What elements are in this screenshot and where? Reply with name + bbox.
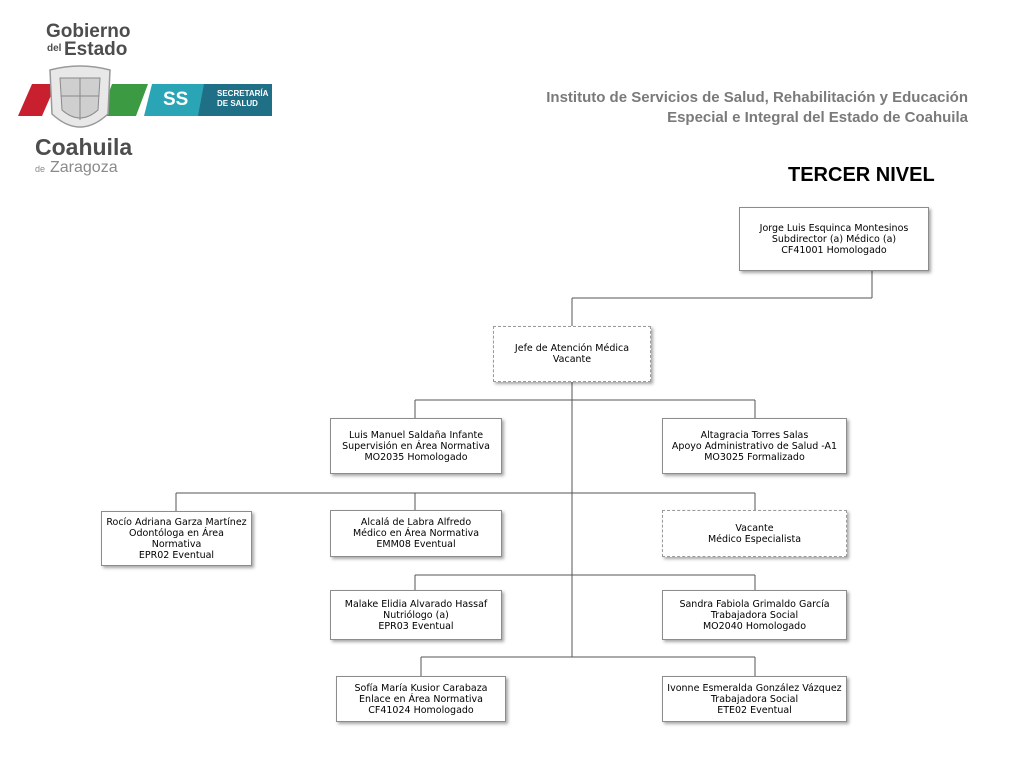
node-code: ETE02 Eventual xyxy=(717,704,792,716)
de-salud-text: DE SALUD xyxy=(217,99,258,108)
node-role: Médico Especialista xyxy=(707,533,802,545)
secretaria-text: SECRETARÍA xyxy=(217,89,269,98)
node-role: Trabajadora Social xyxy=(710,693,799,705)
org-node-alcala: Alcalá de Labra Alfredo Médico en Área N… xyxy=(330,510,502,557)
org-node-altagracia: Altagracia Torres Salas Apoyo Administra… xyxy=(662,418,847,474)
node-name: Jorge Luis Esquinca Montesinos xyxy=(759,222,909,234)
node-name: Jefe de Atención Médica xyxy=(514,343,630,354)
node-role: Supervisión en Área Normativa xyxy=(342,440,490,452)
node-code: EMM08 Eventual xyxy=(376,539,456,550)
org-node-subdirector: Jorge Luis Esquinca Montesinos Subdirect… xyxy=(739,207,929,271)
node-code: CF41001 Homologado xyxy=(781,244,887,256)
logo-zaragoza-text: Zaragoza xyxy=(50,159,118,176)
node-role: Enlace en Área Normativa xyxy=(359,693,483,705)
institute-line-1: Instituto de Servicios de Salud, Rehabil… xyxy=(546,89,968,106)
org-node-malake: Malake Elidia Alvarado Hassaf Nutriólogo… xyxy=(330,590,502,640)
logo-coahuila-text: Coahuila xyxy=(35,134,133,160)
node-name: Rocío Adriana Garza Martínez xyxy=(106,516,247,528)
logo-del-text: del xyxy=(47,43,62,54)
institute-line-2: Especial e Integral del Estado de Coahui… xyxy=(667,109,968,126)
node-name: Altagracia Torres Salas xyxy=(700,429,809,441)
node-name: Ivonne Esmeralda González Vázquez xyxy=(667,682,842,694)
level-title: TERCER NIVEL xyxy=(788,164,935,186)
node-code: MO2035 Homologado xyxy=(364,451,468,463)
logo-de-text: de xyxy=(35,164,46,174)
node-role: Trabajadora Social xyxy=(710,609,799,621)
node-code: CF41024 Homologado xyxy=(368,704,474,716)
node-code: MO3025 Formalizado xyxy=(704,451,805,463)
node-role: Nutriólogo (a) xyxy=(383,609,449,621)
node-role: Odontóloga en Área Normativa xyxy=(129,527,224,550)
node-role: Apoyo Administrativo de Salud -A1 xyxy=(671,440,838,452)
node-code: EPR02 Eventual xyxy=(138,549,215,561)
org-node-sofia: Sofía María Kusior Carabaza Enlace en Ár… xyxy=(336,676,506,722)
org-node-vacante-medico-especialista: Vacante Médico Especialista xyxy=(662,510,847,557)
node-name: Malake Elidia Alvarado Hassaf xyxy=(344,598,488,610)
logo-estado-text: Estado xyxy=(64,39,128,60)
node-role: Vacante xyxy=(552,354,592,365)
org-node-sandra: Sandra Fabiola Grimaldo García Trabajado… xyxy=(662,590,847,640)
node-code: MO2040 Homologado xyxy=(702,620,807,632)
node-code: EPR03 Eventual xyxy=(378,620,454,632)
org-node-rocio: Rocío Adriana Garza Martínez Odontóloga … xyxy=(101,511,252,566)
logo-gobierno-text: Gobierno xyxy=(46,21,131,42)
node-name: Luis Manuel Saldaña Infante xyxy=(348,429,484,441)
node-name: Vacante xyxy=(735,522,774,534)
node-name: Alcalá de Labra Alfredo xyxy=(360,517,472,528)
org-node-ivonne: Ivonne Esmeralda González Vázquez Trabaj… xyxy=(662,676,847,722)
node-name: Sandra Fabiola Grimaldo García xyxy=(679,598,830,610)
node-role: Médico en Área Normativa xyxy=(352,528,480,539)
org-node-jefe-atencion-medica: Jefe de Atención Médica Vacante xyxy=(493,326,651,382)
node-role: Subdirector (a) Médico (a) xyxy=(771,233,897,245)
node-name: Sofía María Kusior Carabaza xyxy=(354,682,488,694)
ss-badge-text: SS xyxy=(163,89,189,110)
institute-title: Instituto de Servicios de Salud, Rehabil… xyxy=(546,88,968,128)
coat-of-arms-icon xyxy=(18,65,272,128)
org-node-luis-manuel: Luis Manuel Saldaña Infante Supervisión … xyxy=(330,418,502,474)
